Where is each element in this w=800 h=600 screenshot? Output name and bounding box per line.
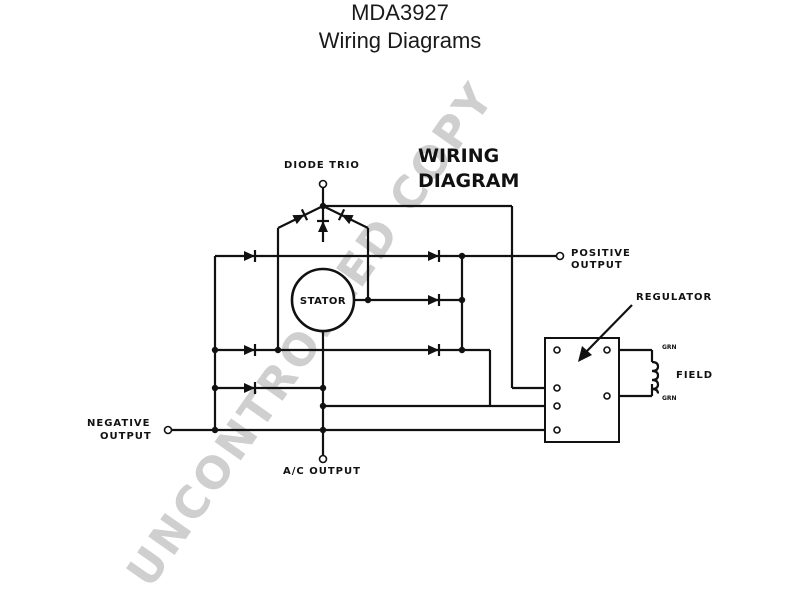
terminals [163, 179, 565, 464]
grn-label: GRN [662, 344, 677, 351]
diagram-heading: WIRING [418, 145, 499, 167]
stator [290, 267, 356, 333]
diode-trio-label: DIODE TRIO [284, 160, 360, 171]
regulator-terminal [553, 346, 561, 354]
diode-trio-terminal [318, 179, 328, 189]
arrow-icon [578, 346, 592, 362]
junctions [211, 202, 466, 434]
regulator-terminal [553, 426, 561, 434]
ac-output-label: A/C OUTPUT [283, 466, 361, 477]
diode [244, 344, 257, 356]
regulator-terminal [553, 402, 561, 410]
positive-output-terminal [555, 251, 565, 261]
regulator-terminal [603, 392, 611, 400]
regulator [544, 304, 633, 443]
positive-output-label: OUTPUT [571, 260, 623, 271]
ac-output-terminal [318, 454, 328, 464]
diode [337, 208, 354, 225]
positive-output-label: POSITIVE [571, 248, 631, 259]
diagram-heading: DIAGRAM [418, 170, 519, 192]
diagram-subtitle: Wiring Diagrams [318, 28, 482, 53]
regulator-terminal [553, 384, 561, 392]
field-coil [651, 360, 660, 394]
diode [244, 382, 257, 394]
stator-label: STATOR [300, 296, 346, 307]
wires [172, 188, 654, 456]
grn-label: GRN [662, 395, 677, 402]
diode [428, 250, 441, 262]
field-label: FIELD [676, 370, 713, 381]
part-number-title: MDA3927 [351, 0, 449, 25]
diode [244, 250, 257, 262]
regulator-label: REGULATOR [636, 292, 712, 303]
regulator-terminal [603, 346, 611, 354]
diode [428, 344, 441, 356]
diode [317, 219, 329, 232]
diode [428, 294, 441, 306]
diodes [244, 208, 441, 394]
negative-output-label: NEGATIVE [87, 418, 150, 429]
diode [292, 208, 309, 225]
negative-output-terminal [163, 425, 173, 435]
negative-output-label: OUTPUT [100, 431, 152, 442]
